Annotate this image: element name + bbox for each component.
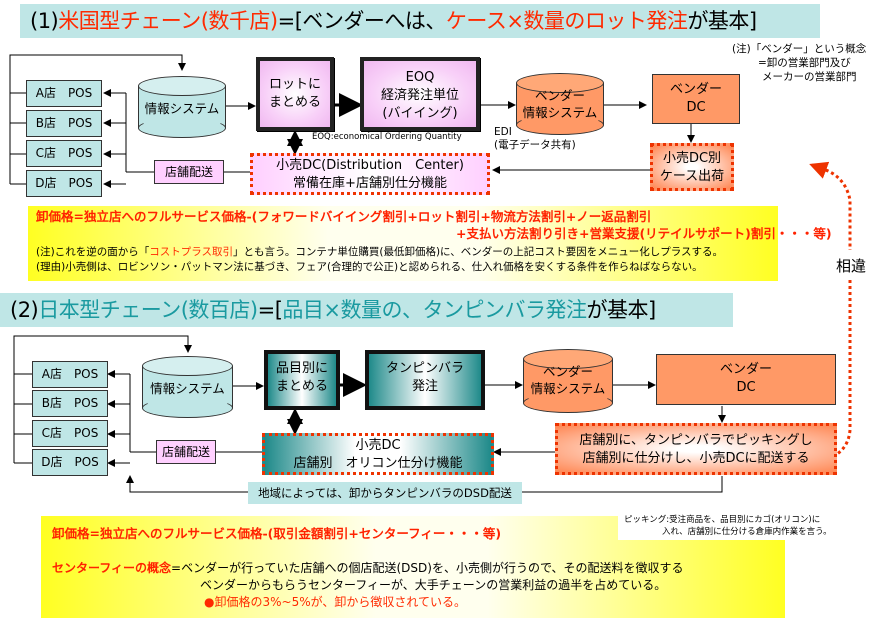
tanpin-label: タンピンバラ	[385, 361, 464, 376]
tanpin-label: 発注	[411, 379, 438, 394]
case-ship-box: 小売DC別 ケース出荷	[650, 143, 734, 191]
store-delivery-label: 店舗配送	[154, 160, 224, 184]
retail-dc-label: 小売DC(Distribution Center)	[276, 158, 464, 173]
retail-dc-label: 店舗別 オリコン仕分け機能	[293, 456, 463, 471]
reason-line: (理由)小売側は、ロビンソン・パットマン法に基づき、フェア(合理的で公正)と認め…	[36, 261, 703, 273]
vendor-dc-label: ベンダー	[669, 82, 722, 97]
title-prefix: (1)	[30, 9, 59, 33]
eoq-box: EOQ 経済発注単位 (バイイング)	[360, 57, 480, 131]
title-prefix: (2)	[10, 298, 39, 322]
vendor-note-line: メーカーの営業部門	[762, 71, 857, 83]
price-line: 卸価格=独立店へのフルサービス価格-(フォワードバイイング割引+ロット割引+物流…	[36, 209, 652, 224]
center-fee-text: =ベンダーが行っていた店舗への個店配送(DSD)を、小売側が行うので、その配送料…	[171, 561, 684, 575]
center-fee-label: センターフィーの概念	[52, 561, 172, 575]
cost-plus-note: (注)これを逆の面から「コストプラス取引」とも言う。コンテナ単位購買(最低卸価格…	[36, 245, 723, 275]
store-b-pos: B店 POS	[26, 110, 102, 137]
info-system-cylinder: 情報システム	[142, 356, 233, 418]
title-teal: 日本型チェーン(数百店)	[38, 298, 258, 322]
title-red2: ケース×数量のロット発注	[445, 9, 688, 33]
vendor-dc-label: ベンダー	[719, 362, 772, 377]
lot-box: ロットに まとめる	[256, 57, 334, 131]
store-d-pos: D店 POS	[32, 449, 108, 476]
title-end: が基本]	[586, 298, 657, 322]
vendor-info-line: 情報システム	[522, 105, 598, 120]
note-text: 」とも言う。コンテナ単位購買(最低卸価格)に、ベンダーの上記コスト要因をメニュー…	[233, 246, 724, 258]
vendor-note: (注)「ベンダー」という概念 =卸の営業部門及び メーカーの営業部門	[732, 42, 866, 84]
eoq-label: 経済発注単位	[380, 88, 459, 103]
info-system-label: 情報システム	[144, 101, 220, 116]
vendor-info-line: ベンダー	[534, 88, 585, 103]
lot-label: まとめる	[268, 95, 321, 110]
info-system-label: 情報システム	[150, 381, 225, 396]
title-mid: =[	[257, 298, 283, 322]
dsd-label: 地域によっては、卸からタンピンバラのDSD配送	[248, 482, 522, 504]
difference-label: 相違	[836, 255, 867, 276]
section2-title: (2)日本型チェーン(数百店)=[品目×数量の、タンピンバラ発注が基本]	[0, 293, 733, 327]
center-fee-line: ベンダーからもらうセンターフィーが、大手チェーンの営業利益の過半を占めている。	[200, 578, 667, 592]
note-text: (注)これを逆の面から「	[36, 246, 150, 258]
center-fee-block: センターフィーの概念=ベンダーが行っていた店舗への個店配送(DSD)を、小売側が…	[52, 560, 684, 611]
section1-title: (1)米国型チェーン(数千店)=[ベンダーへは、ケース×数量のロット発注が基本]	[20, 4, 820, 38]
edi-line: (電子データ共有)	[494, 139, 576, 151]
case-ship-label: ケース出荷	[659, 169, 725, 184]
edi-line: EDI	[494, 126, 512, 138]
center-fee-line: センターフィーの概念=ベンダーが行っていた店舗への個店配送(DSD)を、小売側が…	[52, 560, 684, 577]
center-fee-bullet: ●卸価格の3%~5%が、卸から徴収されている。	[204, 595, 467, 609]
note-line: (注)これを逆の面から「コストプラス取引」とも言う。コンテナ単位購買(最低卸価格…	[36, 245, 723, 260]
tanpin-box: タンピンバラ 発注	[365, 350, 485, 410]
vendor-note-line: (注)「ベンダー」という概念	[732, 43, 867, 55]
title-red: 米国型チェーン(数千店)	[58, 9, 278, 33]
case-ship-label: 小売DC別	[662, 151, 722, 166]
vendor-dc-box: ベンダー DC	[656, 354, 836, 405]
price-formula-1: 卸価格=独立店へのフルサービス価格-(フォワードバイイング割引+ロット割引+物流…	[36, 208, 832, 242]
picking-note: ピッキング:受注商品を、品目別にカゴ(オリコン)に 入れ、店舗別に仕分ける倉庫内…	[618, 514, 834, 540]
edi-label: EDI (電子データ共有)	[494, 126, 576, 152]
lot-label: ロットに	[268, 77, 321, 92]
picking-note-line: ピッキング:受注商品を、品目別にカゴ(オリコン)に	[624, 515, 821, 525]
eoq-label: EOQ	[405, 70, 435, 85]
section1-price-panel	[28, 206, 778, 281]
retail-dc-label: 常備在庫+店舗別仕分機能	[293, 176, 447, 191]
vendor-dc-label: DC	[686, 100, 706, 115]
title-end: が基本]	[687, 9, 757, 33]
by-item-box: 品目別に まとめる	[264, 350, 340, 410]
vendor-dc-box: ベンダー DC	[652, 74, 740, 124]
store-c-pos: C店 POS	[26, 140, 102, 167]
vendor-note-line: =卸の営業部門及び	[758, 57, 851, 69]
retail-dc-label: 小売DC	[355, 438, 401, 453]
store-c-pos: C店 POS	[32, 420, 108, 447]
eoq-note: EOQ:economical Ordering Quantity	[312, 132, 462, 142]
store-a-pos: A店 POS	[32, 361, 108, 388]
store-a-pos: A店 POS	[26, 80, 102, 107]
info-system-cylinder: 情報システム	[138, 76, 226, 138]
by-item-label: 品目別に	[275, 361, 328, 376]
store-d-pos: D店 POS	[26, 170, 102, 197]
by-item-label: まとめる	[275, 379, 328, 394]
vendor-info-cylinder: ベンダー 情報システム	[523, 349, 613, 413]
vendor-dc-label: DC	[736, 380, 756, 395]
vendor-info-label: ベンダー 情報システム	[516, 87, 604, 121]
store-b-pos: B店 POS	[32, 390, 108, 417]
picking-box: 店舗別に、タンピンバラでピッキングし 店舗別に仕分けし、小売DCに配送する	[555, 423, 837, 475]
vendor-info-label: ベンダー 情報システム	[523, 363, 613, 397]
picking-label: 店舗別に仕分けし、小売DCに配送する	[582, 451, 810, 466]
vendor-info-line: 情報システム	[530, 381, 606, 396]
title-teal2: 品目×数量の、タンピンバラ発注	[282, 298, 587, 322]
title-mid: =[ベンダーへは、	[277, 9, 447, 33]
retail-dc-box: 小売DC 店舗別 オリコン仕分け機能	[262, 433, 494, 475]
price-line: +支払い方法割り引き+営業支援(リテイルサポート)割引・・・等)	[456, 226, 832, 241]
note-red-text: コストプラス取引	[149, 246, 233, 258]
vendor-info-cylinder: ベンダー 情報システム	[516, 73, 604, 135]
picking-label: 店舗別に、タンピンバラでピッキングし	[579, 433, 813, 448]
eoq-label: (バイイング)	[382, 106, 458, 121]
retail-dc-box: 小売DC(Distribution Center) 常備在庫+店舗別仕分機能	[250, 153, 490, 195]
price-formula-2: 卸価格=独立店へのフルサービス価格-(取引金額割引+センターフィー・・・等)	[52, 526, 502, 541]
vendor-info-line: ベンダー	[542, 364, 593, 379]
picking-note-line: 入れ、店舗別に仕分ける倉庫内作業を言う。	[662, 527, 832, 537]
store-delivery-label: 店舗配送	[156, 440, 216, 464]
